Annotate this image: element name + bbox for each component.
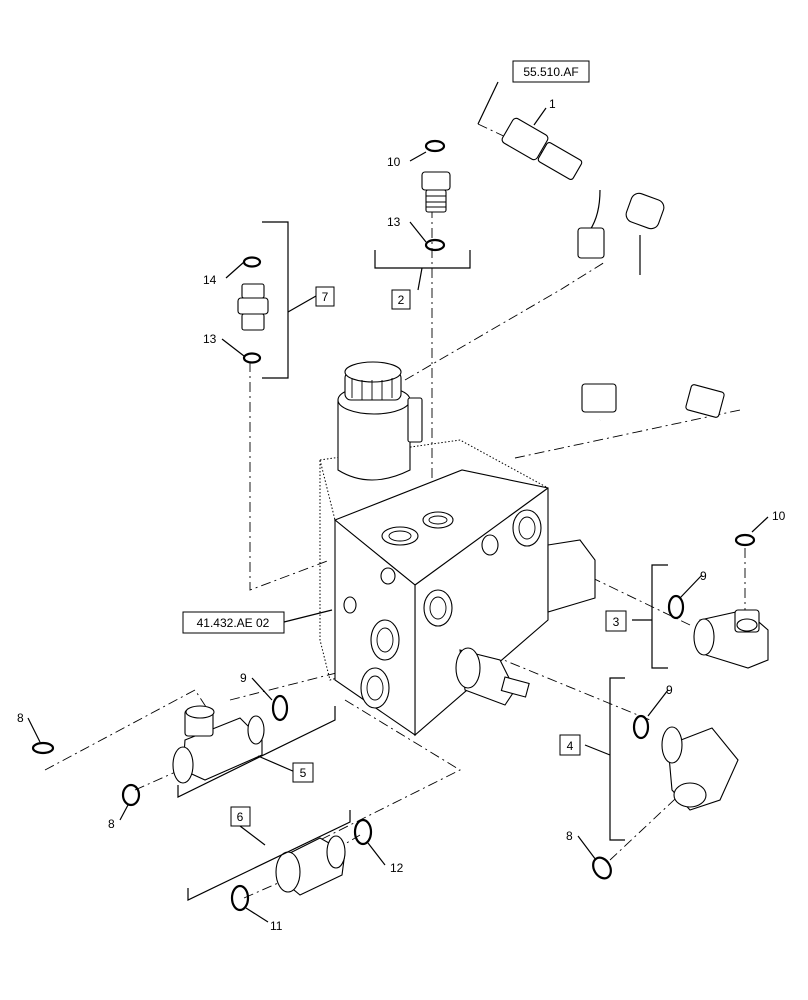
callout-10b: 10 <box>772 509 786 523</box>
callout-9a: 9 <box>240 671 247 685</box>
wire-harness <box>501 117 725 423</box>
ref-box-side[interactable]: 41.432.AE 02 <box>182 611 285 634</box>
callout-13a: 13 <box>387 215 401 229</box>
fitting-item-7 <box>237 221 317 379</box>
callout-11: 11 <box>270 919 283 933</box>
callout-9c: 9 <box>666 683 673 697</box>
svg-text:4: 4 <box>567 739 574 753</box>
leader-lines <box>27 81 769 923</box>
fitting-item-2 <box>374 139 471 291</box>
callout-12: 12 <box>390 861 404 875</box>
svg-text:2: 2 <box>398 293 405 307</box>
callout-box-6[interactable]: 6 <box>230 806 251 827</box>
callout-box-7[interactable]: 7 <box>315 286 335 307</box>
number-callouts: 1 10 13 14 13 8 9 8 9 9 8 10 12 11 <box>17 97 786 933</box>
fitting-item-6 <box>187 810 373 912</box>
fitting-item-5 <box>31 694 336 807</box>
callout-box-3[interactable]: 3 <box>605 610 627 632</box>
ref-top-label: 55.510.AF <box>523 65 578 79</box>
callout-13b: 13 <box>203 332 217 346</box>
callout-box-2[interactable]: 2 <box>391 289 411 310</box>
fitting-item-3 <box>632 533 769 669</box>
valve-block <box>319 439 596 737</box>
svg-text:3: 3 <box>613 615 620 629</box>
svg-text:7: 7 <box>322 290 329 304</box>
fitting-item-4 <box>584 677 739 880</box>
solenoid-coil <box>337 361 423 481</box>
ref-side-label: 41.432.AE 02 <box>197 616 270 630</box>
callout-1: 1 <box>549 97 556 111</box>
callout-8a: 8 <box>17 711 24 725</box>
ref-box-top[interactable]: 55.510.AF <box>512 60 590 83</box>
callout-10a: 10 <box>387 155 401 169</box>
callout-14: 14 <box>203 273 217 287</box>
callout-8c: 8 <box>566 829 573 843</box>
callout-box-5[interactable]: 5 <box>292 762 314 783</box>
callout-9b: 9 <box>700 569 707 583</box>
svg-text:5: 5 <box>300 766 307 780</box>
callout-box-4[interactable]: 4 <box>559 734 581 756</box>
callout-8b: 8 <box>108 817 115 831</box>
svg-text:6: 6 <box>237 810 244 824</box>
